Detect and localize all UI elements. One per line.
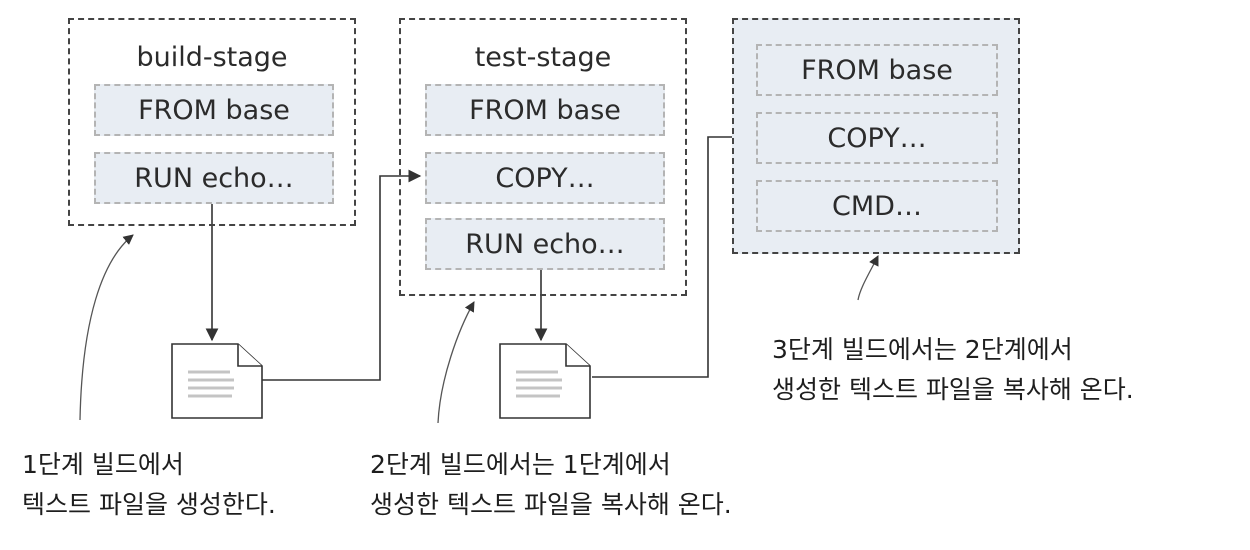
pointer-caption1 — [79, 234, 134, 421]
test-run-instruction: RUN echo… — [425, 218, 665, 270]
caption-stage-2-line1: 2단계 빌드에서는 1단계에서 — [370, 450, 671, 479]
test-from-instruction: FROM base — [425, 84, 665, 136]
text-file-icon — [499, 343, 591, 419]
test-stage-box: test-stage FROM base COPY… RUN echo… — [399, 18, 687, 296]
text-file-icon — [171, 343, 263, 419]
arrow-file2-to-final-copy — [592, 130, 754, 378]
final-cmd-instruction: CMD… — [756, 180, 998, 232]
final-stage-box: FROM base COPY… CMD… — [732, 18, 1020, 254]
final-copy-instruction: COPY… — [756, 112, 998, 164]
caption-stage-3-line2: 생성한 텍스트 파일을 복사해 온다. — [772, 375, 1134, 404]
test-stage-title: test-stage — [474, 42, 612, 73]
caption-stage-2-line2: 생성한 텍스트 파일을 복사해 온다. — [370, 490, 732, 519]
caption-stage-3-line1: 3단계 빌드에서는 2단계에서 — [772, 335, 1073, 364]
caption-stage-1-line1: 1단계 빌드에서 — [22, 450, 184, 479]
caption-stage-2: 2단계 빌드에서는 1단계에서 생성한 텍스트 파일을 복사해 온다. — [370, 445, 732, 525]
build-from-instruction: FROM base — [94, 84, 334, 136]
caption-stage-1: 1단계 빌드에서 텍스트 파일을 생성한다. — [22, 445, 276, 525]
test-copy-instruction: COPY… — [425, 152, 665, 204]
pointer-caption2 — [437, 301, 475, 424]
pointer-caption3 — [857, 255, 879, 301]
caption-stage-1-line2: 텍스트 파일을 생성한다. — [22, 490, 276, 519]
build-stage-title: build-stage — [136, 42, 288, 73]
caption-stage-3: 3단계 빌드에서는 2단계에서 생성한 텍스트 파일을 복사해 온다. — [772, 330, 1134, 410]
build-stage-box: build-stage FROM base RUN echo… — [68, 18, 356, 226]
final-from-instruction: FROM base — [756, 44, 998, 96]
build-run-instruction: RUN echo… — [94, 152, 334, 204]
